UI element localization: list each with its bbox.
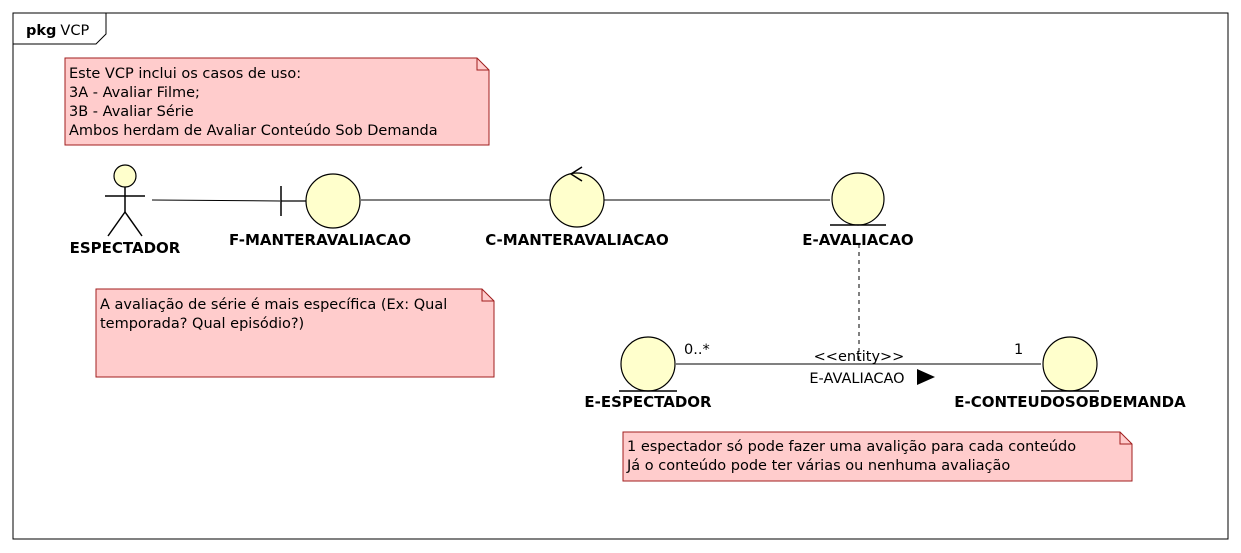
boundary-label: F-MANTERAVALIACAO <box>229 231 411 249</box>
control-arrow-icon <box>569 166 583 182</box>
actor-label: ESPECTADOR <box>70 239 181 257</box>
control-circle <box>549 172 605 228</box>
package-name: VCP <box>60 23 89 39</box>
note-bottom[interactable]: 1 espectador só pode fazer uma avalição … <box>622 431 1133 482</box>
entity-label: E-AVALIACAO <box>802 231 913 249</box>
note-top-line: Este VCP inclui os casos de uso: <box>69 66 301 82</box>
link-actor-boundary[interactable] <box>151 199 281 202</box>
note-bottom-line: Já o conteúdo pode ter várias ou nenhuma… <box>626 458 1010 474</box>
entity-circle <box>1042 336 1098 392</box>
note-bottom-line: 1 espectador só pode fazer uma avalição … <box>627 439 1076 455</box>
entity-e-espectador[interactable]: E-ESPECTADOR <box>584 336 712 411</box>
note-top-line: 3A - Avaliar Filme; <box>69 85 200 101</box>
association-labels: 0..* 1 <<entity>> E-AVALIACAO <box>684 342 1023 387</box>
note-middle-line: temporada? Qual episódio?) <box>100 316 304 332</box>
entity-circle <box>620 336 676 392</box>
entity-e-conteudosobdemanda[interactable]: E-CONTEUDOSOBDEMANDA <box>954 336 1186 411</box>
control-c-manteravaliacao[interactable]: C-MANTERAVALIACAO <box>485 166 669 249</box>
entity-label: E-CONTEUDOSOBDEMANDA <box>954 393 1186 411</box>
entity-circle <box>831 172 885 226</box>
note-top[interactable]: Este VCP inclui os casos de uso: 3A - Av… <box>64 57 490 146</box>
note-middle-line: A avaliação de série é mais específica (… <box>100 297 447 313</box>
control-label: C-MANTERAVALIACAO <box>485 231 669 249</box>
boundary-f-manteravaliacao[interactable]: F-MANTERAVALIACAO <box>229 173 411 249</box>
entity-e-avaliacao[interactable]: E-AVALIACAO <box>802 172 914 249</box>
note-top-line: 3B - Avaliar Série <box>69 104 194 120</box>
multiplicity-left: 0..* <box>684 342 710 358</box>
filled-triangle-right-icon <box>917 369 935 385</box>
note-top-line: Ambos herdam de Avaliar Conteúdo Sob Dem… <box>69 123 438 139</box>
association-name: E-AVALIACAO <box>809 371 904 387</box>
actor-espectador[interactable]: ESPECTADOR <box>70 164 181 257</box>
multiplicity-right: 1 <box>1014 342 1023 358</box>
entity-label: E-ESPECTADOR <box>584 393 712 411</box>
boundary-circle <box>305 173 361 229</box>
actor-head <box>113 164 137 188</box>
package-keyword: pkg <box>26 23 56 39</box>
association-stereotype: <<entity>> <box>814 349 905 365</box>
note-middle[interactable]: A avaliação de série é mais específica (… <box>95 288 495 378</box>
